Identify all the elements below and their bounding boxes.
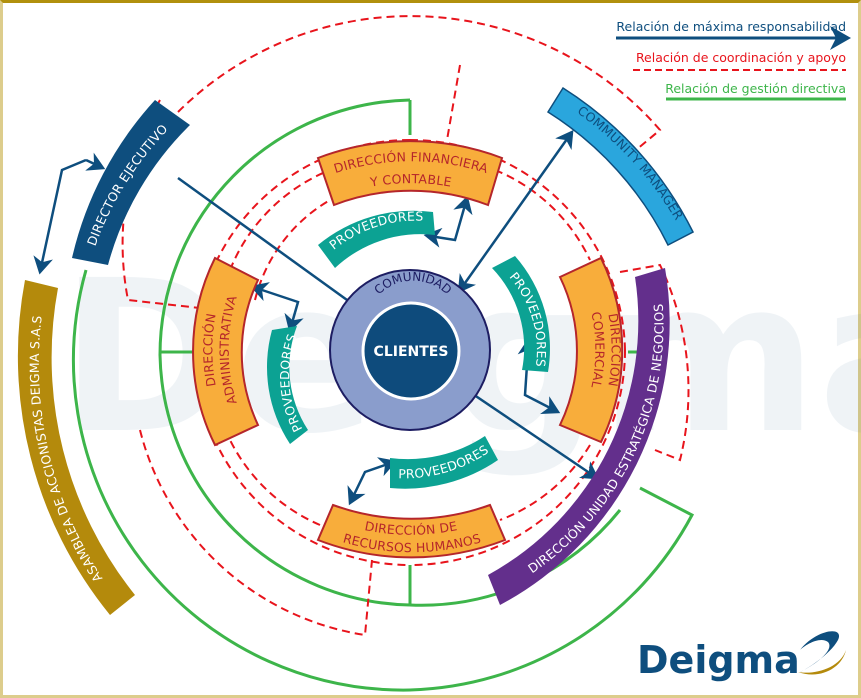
commercial-label-line2: COMERCIAL <box>588 310 607 389</box>
community-manager-label: COMMUNITY MANAGER <box>575 103 686 223</box>
community-manager-box[interactable]: COMMUNITY MANAGER <box>546 86 694 247</box>
clients-circle[interactable]: CLIENTES <box>361 301 461 401</box>
logo-swoosh-icon <box>798 631 846 675</box>
commercial-label-line1: DIRECCIÓN <box>605 312 623 388</box>
logo-text: Deigma <box>637 638 800 682</box>
department-finance-box[interactable]: DIRECCIÓN FINANCIERA Y CONTABLE <box>316 140 504 207</box>
admin-label-line1: DIRECCIÓN <box>200 312 218 388</box>
legend-coordination-label: Relación de coordinación y apoyo <box>636 50 846 65</box>
clients-label: CLIENTES <box>374 344 449 360</box>
legend: Relación de máxima responsabilidad Relac… <box>616 19 851 101</box>
hr-label-line1: DIRECCIÓN DE <box>364 518 459 538</box>
svg-text:ADMINISTRATIVA: ADMINISTRATIVA <box>217 293 240 406</box>
svg-text:DIRECCIÓN DE: DIRECCIÓN DE <box>364 518 459 538</box>
svg-text:COMMUNITY MANAGER: COMMUNITY MANAGER <box>575 103 687 223</box>
department-commercial-box[interactable]: DIRECCIÓN COMERCIAL <box>558 256 624 444</box>
svg-text:DIRECCIÓN: DIRECCIÓN <box>605 312 623 388</box>
svg-text:COMERCIAL: COMERCIAL <box>588 310 607 389</box>
svg-text:DIRECCIÓN: DIRECCIÓN <box>200 312 218 388</box>
legend-responsibility-label: Relación de máxima responsabilidad <box>616 19 846 34</box>
admin-label-line2: ADMINISTRATIVA <box>217 293 240 406</box>
deigma-logo: Deigma <box>637 631 846 682</box>
legend-management-label: Relación de gestión directiva <box>665 81 846 96</box>
svg-text:Y CONTABLE: Y CONTABLE <box>368 171 453 190</box>
finance-label-line2: Y CONTABLE <box>368 171 453 190</box>
department-hr-box[interactable]: DIRECCIÓN DE RECURSOS HUMANOS <box>316 503 507 559</box>
responsibility-arrows <box>33 129 600 506</box>
department-admin-box[interactable]: DIRECCIÓN ADMINISTRATIVA <box>192 256 260 447</box>
